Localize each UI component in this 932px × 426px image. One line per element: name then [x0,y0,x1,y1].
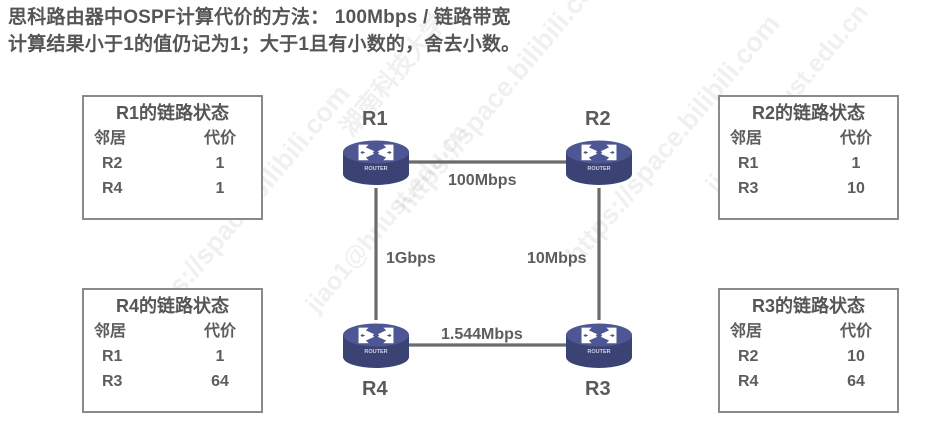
cell-cost: 64 [847,373,865,390]
lsdb-header-r2: 邻居 代价 [720,126,897,151]
lsdb-table-r3: R3的链路状态 邻居 代价 R2 10 R4 64 [718,288,899,413]
table-row: R1 1 [84,344,261,369]
table-row: R4 64 [720,369,897,394]
table-row: R4 1 [84,176,261,201]
router-icon-r1[interactable]: ROUTER [339,136,413,188]
router-badge-r3: ROUTER [587,349,610,355]
lsdb-title-r4: R4的链路状态 [115,296,229,316]
router-badge-r1: ROUTER [364,166,387,172]
cell-neighbor: R1 [102,348,123,365]
router-label-r4: R4 [362,378,388,400]
router-badge-r2: ROUTER [587,166,610,172]
page-title: 思科路由器中OSPF计算代价的方法： 100Mbps / 链路带宽 计算结果小于… [8,4,708,58]
router-icon-r2[interactable]: ROUTER [562,136,636,188]
router-icon: ROUTER [343,140,409,185]
router-icon-r3[interactable]: ROUTER [562,319,636,371]
router-label-r2: R2 [585,108,611,130]
cell-neighbor: R4 [102,180,123,197]
lsdb-header-r3: 邻居 代价 [720,319,897,344]
lsdb-table-r1: R1的链路状态 邻居 代价 R2 1 R4 1 [82,95,263,220]
cell-cost: 1 [215,348,225,365]
cell-cost: 64 [211,373,229,390]
lsdb-table-r4: R4的链路状态 邻居 代价 R1 1 R3 64 [82,288,263,413]
column-header-cost: 代价 [203,323,236,340]
column-header-neighbor: 邻居 [730,323,763,340]
cell-neighbor: R3 [102,373,123,390]
lsdb-header-r1: 邻居 代价 [84,126,261,151]
router-badge-r4: ROUTER [364,349,387,355]
title-line-1: 思科路由器中OSPF计算代价的方法： 100Mbps / 链路带宽 [8,7,511,28]
table-row: R2 10 [720,344,897,369]
cell-cost: 1 [215,180,225,197]
table-row: R2 1 [84,151,261,176]
link-label-r1-r4: 1Gbps [386,250,436,267]
cell-neighbor: R3 [738,180,759,197]
title-line-2: 计算结果小于1的值仍记为1；大于1且有小数的，舍去小数。 [8,34,521,55]
column-header-cost: 代价 [839,130,872,147]
lsdb-title-r3: R3的链路状态 [751,296,865,316]
lsdb-header-r4: 邻居 代价 [84,319,261,344]
router-icon: ROUTER [566,323,632,368]
column-header-cost: 代价 [839,323,872,340]
lsdb-title-r2: R2的链路状态 [751,103,865,123]
column-header-cost: 代价 [203,130,236,147]
table-row: R3 64 [84,369,261,394]
cell-cost: 1 [851,155,861,172]
router-label-r3: R3 [585,378,611,400]
cell-cost: 10 [847,348,865,365]
router-label-r1: R1 [362,108,388,130]
router-icon: ROUTER [343,323,409,368]
link-label-r1-r2: 100Mbps [448,172,517,189]
table-row: R3 10 [720,176,897,201]
cell-neighbor: R2 [102,155,123,172]
column-header-neighbor: 邻居 [94,130,127,147]
column-header-neighbor: 邻居 [730,130,763,147]
link-label-r4-r3: 1.544Mbps [441,326,523,343]
router-icon: ROUTER [566,140,632,185]
cell-neighbor: R1 [738,155,759,172]
lsdb-table-r2: R2的链路状态 邻居 代价 R1 1 R3 10 [718,95,899,220]
cell-cost: 1 [215,155,225,172]
table-row: R1 1 [720,151,897,176]
cell-cost: 10 [847,180,865,197]
lsdb-title-r1: R1的链路状态 [115,103,229,123]
link-label-r2-r3: 10Mbps [527,250,587,267]
column-header-neighbor: 邻居 [94,323,127,340]
cell-neighbor: R4 [738,373,759,390]
router-icon-r4[interactable]: ROUTER [339,319,413,371]
cell-neighbor: R2 [738,348,759,365]
